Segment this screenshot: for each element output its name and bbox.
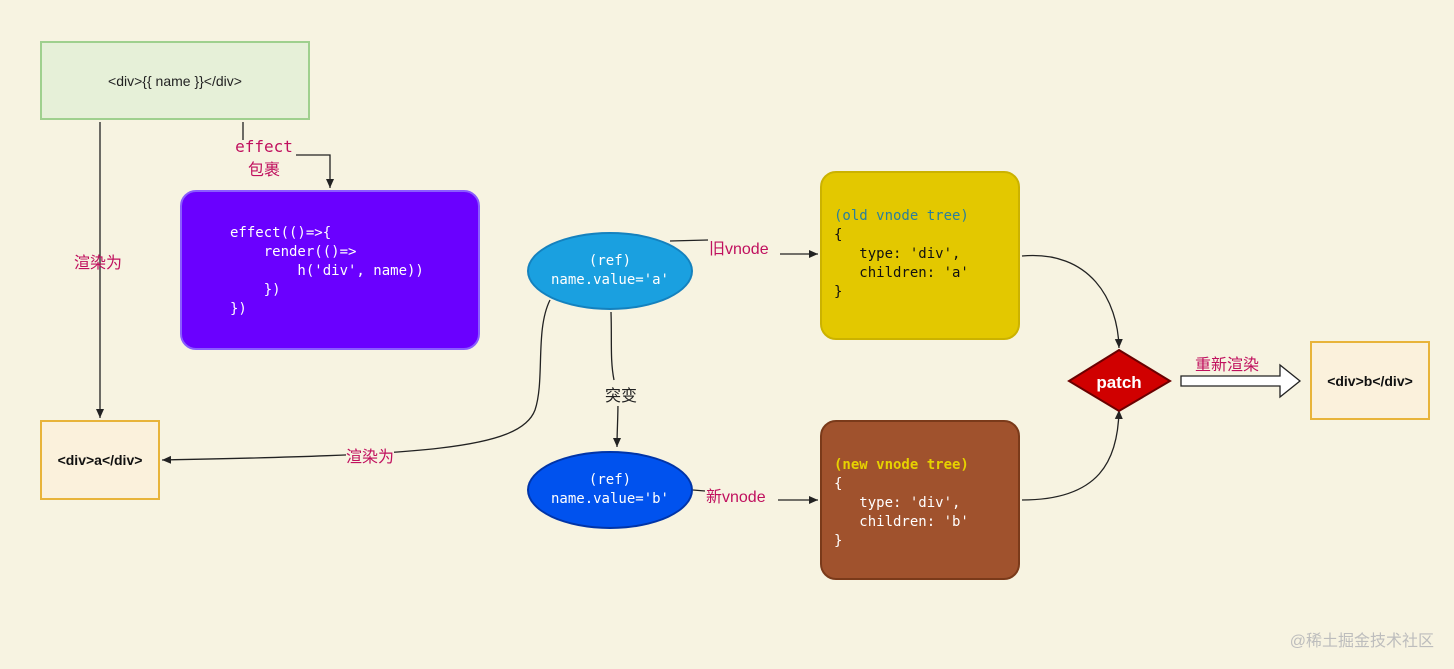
mutation-label: 突变 <box>605 382 638 406</box>
rerender-arrow <box>1180 363 1302 399</box>
ref-a-line2: name.value='a' <box>550 272 669 288</box>
new-vnode-tree: (new vnode tree) { type: 'div', children… <box>820 420 1020 580</box>
result-node-b: <div>b</div> <box>1310 341 1430 420</box>
connector-ref-a-to-ref-b <box>611 311 618 447</box>
new-vnode-label: 新vnode <box>706 489 766 506</box>
old-vnode-tree: (old vnode tree) { type: 'div', children… <box>820 171 1020 340</box>
connector-ref-b-to-new-tree <box>692 489 818 500</box>
ref-a-line1: (ref) <box>588 253 632 269</box>
effect-label-line1: effect <box>235 137 293 156</box>
effect-code: effect(()=>{ render(()=> h('div', name))… <box>230 225 424 317</box>
old-tree-body: { type: 'div', children: 'a' } <box>834 227 969 300</box>
result-node-a: <div>a</div> <box>40 420 160 500</box>
connector-ref-a-to-result-a <box>161 299 551 464</box>
ref-b-line2: name.value='b' <box>550 491 669 507</box>
new-tree-title: (new vnode tree) <box>834 457 969 473</box>
effect-label-line2: 包裹 <box>247 162 280 179</box>
watermark: @稀土掘金技术社区 <box>1289 633 1434 650</box>
old-tree-title: (old vnode tree) <box>834 208 969 224</box>
connector-template-to-effect <box>242 122 330 188</box>
result-node-a-text: <div>a</div> <box>57 452 143 468</box>
new-tree-body: { type: 'div', children: 'b' } <box>834 476 969 549</box>
patch-label: patch <box>1096 373 1141 392</box>
connector-new-tree-to-patch <box>1021 409 1123 501</box>
render-as-label-bottom: 渲染为 <box>346 443 395 467</box>
effect-wrap-label: effect 包裹 <box>231 137 297 180</box>
connector-ref-a-to-old-tree <box>669 239 818 254</box>
ref-node-b: (ref) name.value='b' <box>527 451 693 529</box>
template-node: <div>{{ name }}</div> <box>40 41 310 120</box>
old-vnode-label: 旧vnode <box>709 241 769 258</box>
rerender-label: 重新渲染 <box>1195 357 1260 374</box>
ref-node-a: (ref) name.value='a' <box>527 232 693 310</box>
patch-diamond <box>1067 348 1172 413</box>
result-node-b-text: <div>b</div> <box>1327 372 1413 389</box>
ref-b-line1: (ref) <box>588 472 632 488</box>
effect-code-block: effect(()=>{ render(()=> h('div', name))… <box>180 190 480 350</box>
template-node-text: <div>{{ name }}</div> <box>108 72 242 89</box>
render-as-label-left: 渲染为 <box>74 255 123 272</box>
connector-old-tree-to-patch <box>1021 254 1123 349</box>
